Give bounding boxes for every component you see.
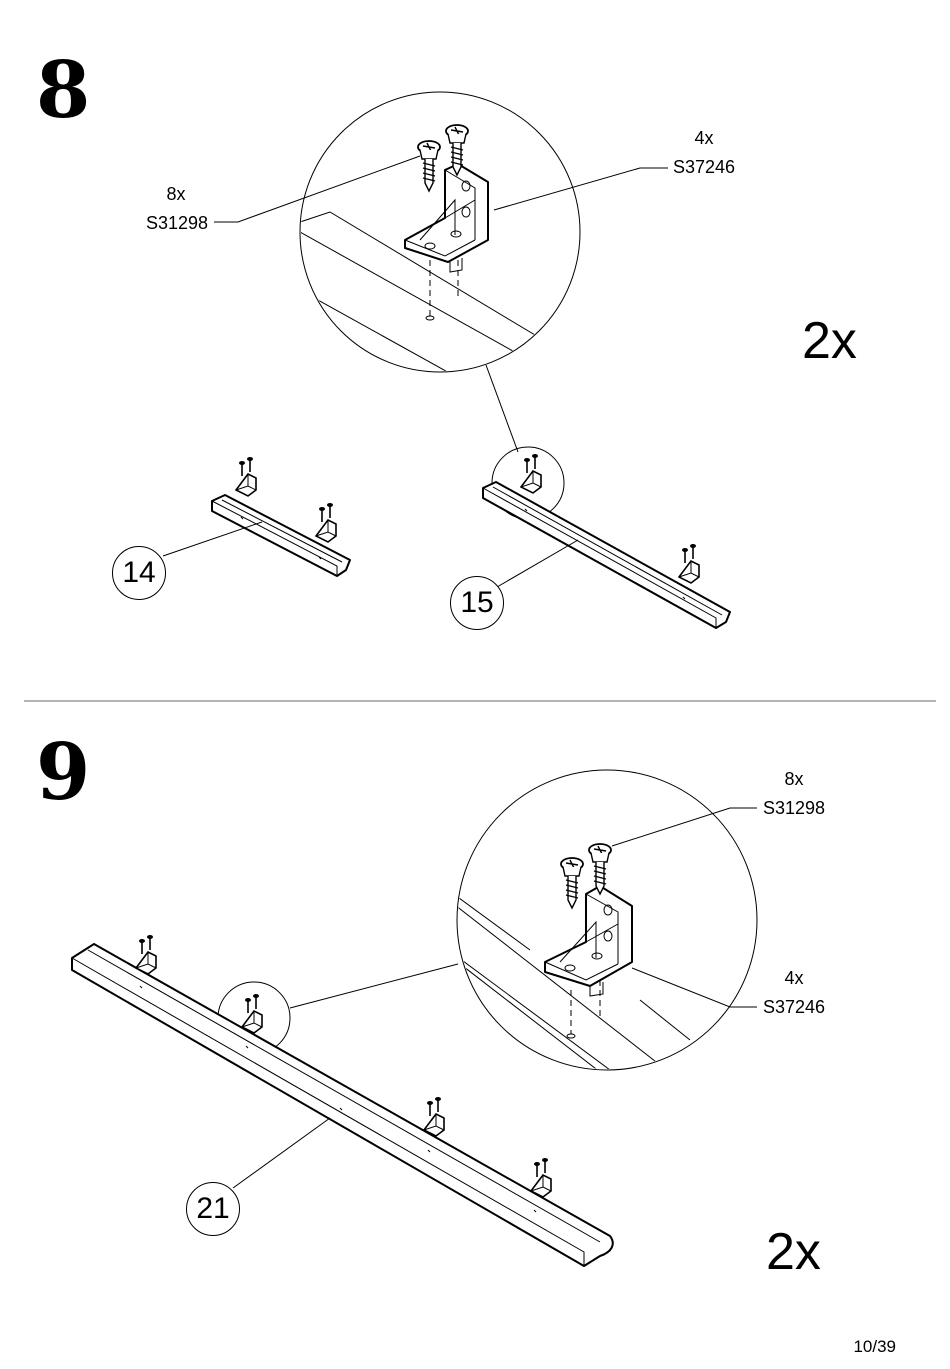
step9-bracket-quantity: 4x (784, 968, 804, 988)
step8-multiplier: 2x (802, 312, 857, 370)
step9-multiplier: 2x (766, 1223, 821, 1281)
part-label-14: 14 (112, 546, 166, 600)
step8-bracket-quantity: 4x (694, 128, 714, 148)
step8-rail-right (482, 446, 731, 629)
page-number: 10/39 (853, 1337, 896, 1356)
step9-number: 9 (36, 727, 91, 818)
step9-screw-quantity: 8x (784, 769, 804, 789)
step8-bracket-code: S37246 (672, 157, 736, 177)
step9-bracket-code: S37246 (762, 997, 826, 1017)
step9-screw-code: S31298 (762, 798, 826, 818)
part-label-21: 21 (186, 1182, 240, 1236)
step8-number: 8 (36, 45, 91, 136)
step9-detail-callout (289, 769, 758, 1071)
step9-rail (71, 934, 614, 1267)
part-label-15: 15 (450, 576, 504, 630)
step8-screw-quantity: 8x (166, 184, 186, 204)
step8-detail-callout (214, 91, 668, 453)
step8-screw-code: S31298 (145, 213, 209, 233)
step8-rail-left (162, 456, 351, 577)
